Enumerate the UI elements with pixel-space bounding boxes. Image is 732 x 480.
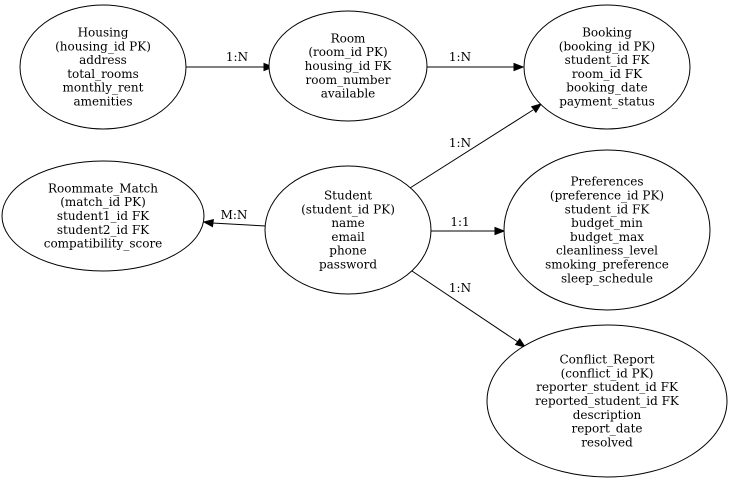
- arrow-head-icon: [530, 103, 543, 114]
- arrow-head-icon: [514, 338, 527, 348]
- arrow-head-icon: [494, 226, 506, 236]
- entity-roommate-match[interactable]: Roommate_Match(match_id PK)student1_id F…: [1, 160, 205, 272]
- entity-attribute: room_id FK: [572, 67, 643, 81]
- entity-conflict-report[interactable]: Conflict_Report(conflict_id PK)reporter_…: [486, 324, 728, 478]
- arrow-head-icon: [513, 62, 525, 72]
- entity-attribute: reported_student_id FK: [535, 394, 680, 408]
- entity-title: Roommate_Match: [48, 181, 158, 195]
- edge-label: M:N: [221, 208, 248, 222]
- entity-attribute: report_date: [571, 422, 642, 436]
- entity-attribute: (match_id PK): [60, 195, 146, 209]
- entity-ellipse: [1, 160, 205, 272]
- entity-attribute: student_id FK: [565, 202, 651, 216]
- entity-title: Preferences: [570, 175, 643, 189]
- entity-title: Room: [331, 31, 366, 45]
- edge-line: [409, 109, 534, 189]
- edge-student-conflict-report: 1:N: [411, 270, 527, 348]
- entity-ellipse: [19, 4, 187, 130]
- entity-attribute: amenities: [73, 95, 132, 109]
- entity-student[interactable]: Student(student_id PK)nameemailphonepass…: [264, 165, 432, 295]
- entity-attribute: email: [331, 230, 364, 244]
- entity-attribute: monthly_rent: [63, 81, 144, 95]
- entity-attribute: description: [573, 408, 642, 422]
- entity-booking[interactable]: Booking(booking_id PK)student_id FKroom_…: [523, 4, 691, 130]
- entity-ellipse: [264, 165, 432, 295]
- edge-label: 1:N: [226, 50, 248, 64]
- entity-attribute: cleanliness_level: [556, 244, 658, 258]
- entity-attribute: name: [331, 216, 364, 230]
- edge-label: 1:N: [449, 281, 471, 295]
- arrow-head-icon: [263, 62, 275, 72]
- entity-attribute: address: [79, 53, 127, 67]
- entity-attribute: (conflict_id PK): [561, 366, 654, 380]
- entity-preferences[interactable]: Preferences(preference_id PK)student_id …: [503, 149, 711, 311]
- entity-attribute: (student_id PK): [301, 202, 395, 216]
- entity-attribute: resolved: [581, 435, 633, 449]
- entity-attribute: student_id FK: [565, 53, 651, 67]
- nodes-layer: Housing(housing_id PK)addresstotal_rooms…: [1, 4, 728, 478]
- entity-ellipse: [268, 10, 428, 122]
- entity-attribute: (housing_id PK): [55, 39, 151, 53]
- entity-attribute: student1_id FK: [57, 209, 150, 223]
- entity-attribute: (booking_id PK): [559, 39, 655, 53]
- entity-attribute: reporter_student_id FK: [536, 380, 679, 394]
- entity-ellipse: [486, 324, 728, 478]
- entity-attribute: room_number: [306, 73, 391, 87]
- entity-attribute: compatibility_score: [44, 237, 163, 251]
- entity-attribute: phone: [329, 244, 366, 258]
- edge-line: [411, 270, 519, 343]
- edge-student-preferences: 1:1: [431, 215, 506, 236]
- arrow-head-icon: [202, 218, 214, 228]
- edge-label: 1:1: [450, 215, 469, 229]
- edge-label: 1:N: [449, 136, 471, 150]
- entity-title: Booking: [582, 26, 632, 40]
- entity-attribute: password: [319, 258, 377, 272]
- entity-title: Conflict_Report: [559, 353, 654, 367]
- entity-housing[interactable]: Housing(housing_id PK)addresstotal_rooms…: [19, 4, 187, 130]
- entity-attribute: budget_max: [570, 230, 644, 244]
- entity-attribute: sleep_schedule: [561, 271, 653, 285]
- edges-layer: 1:N 1:N 1:N M:N 1:1 1:N: [186, 50, 543, 348]
- entity-attribute: budget_min: [571, 216, 643, 230]
- edge-line: [211, 222, 267, 227]
- entity-attribute: smoking_preference: [545, 258, 669, 272]
- entity-attribute: housing_id FK: [305, 59, 393, 73]
- entity-attribute: total_rooms: [67, 67, 139, 81]
- entity-ellipse: [503, 149, 711, 311]
- entity-attribute: student2_id FK: [57, 223, 150, 237]
- entity-attribute: available: [321, 87, 376, 101]
- entity-title: Housing: [78, 26, 129, 40]
- entity-title: Student: [324, 189, 372, 203]
- entity-attribute: (preference_id PK): [550, 189, 664, 203]
- edge-room-booking: 1:N: [427, 50, 525, 72]
- entity-attribute: payment_status: [559, 95, 655, 109]
- entity-room[interactable]: Room(room_id PK)housing_id FKroom_number…: [268, 10, 428, 122]
- edge-label: 1:N: [449, 50, 471, 64]
- entity-attribute: booking_date: [566, 81, 647, 95]
- entity-attribute: (room_id PK): [308, 45, 387, 59]
- edge-student-booking: 1:N: [409, 103, 543, 189]
- entity-ellipse: [523, 4, 691, 130]
- edge-housing-room: 1:N: [186, 50, 275, 72]
- edge-student-roommate-match: M:N: [202, 208, 267, 228]
